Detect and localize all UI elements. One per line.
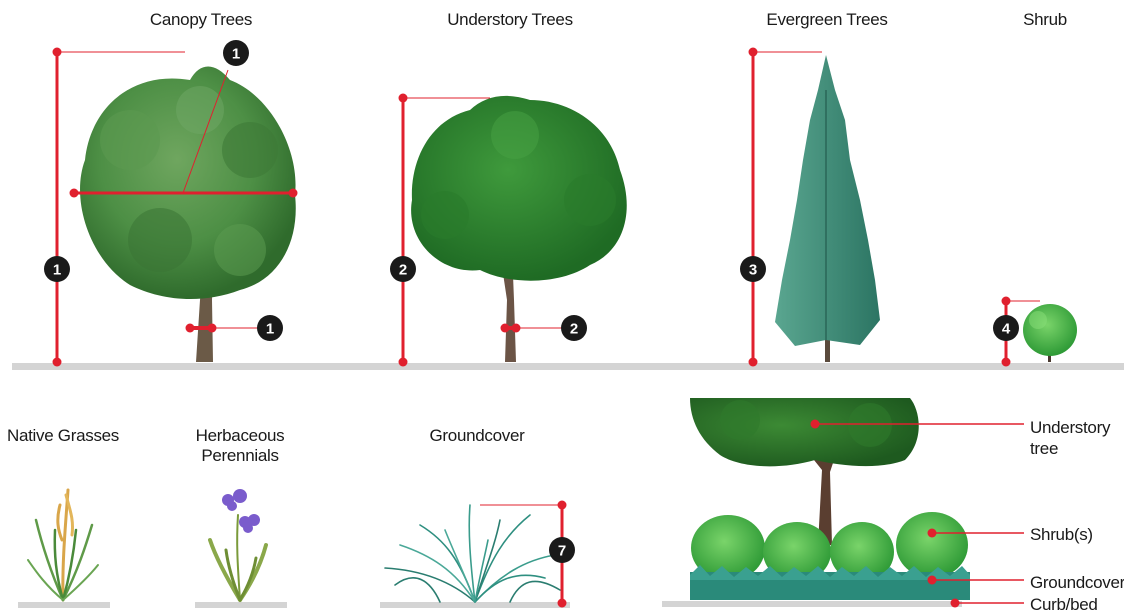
badge-shrub-height-text: 4 xyxy=(1002,321,1011,338)
badge-understory-trunk: 2 xyxy=(561,315,587,341)
understory-tree-illustration xyxy=(411,96,627,362)
badge-canopy-spread: 1 xyxy=(223,40,249,66)
badge-groundcover-height-text: 7 xyxy=(558,543,566,560)
badge-understory-height: 2 xyxy=(390,256,416,282)
herbaceous-perennials-illustration xyxy=(210,489,266,600)
ground-groundcover xyxy=(380,602,570,608)
badge-canopy-height: 1 xyxy=(44,256,70,282)
shrub-illustration xyxy=(1023,304,1077,362)
badge-canopy-trunk-text: 1 xyxy=(266,321,274,338)
native-grasses-illustration xyxy=(28,490,98,600)
badge-canopy-trunk: 1 xyxy=(257,315,283,341)
badge-understory-height-text: 2 xyxy=(399,262,407,279)
ground-layering xyxy=(662,601,962,607)
ground-line-top xyxy=(12,363,1124,370)
groundcover-illustration xyxy=(385,505,560,602)
ground-grasses xyxy=(18,602,110,608)
badge-canopy-spread-text: 1 xyxy=(232,46,240,63)
badge-understory-trunk-text: 2 xyxy=(570,321,578,338)
badge-groundcover-height: 7 xyxy=(549,537,575,563)
badge-shrub-height: 4 xyxy=(993,315,1019,341)
badge-evergreen-height: 3 xyxy=(740,256,766,282)
evergreen-tree-illustration xyxy=(775,55,880,362)
badge-canopy-height-text: 1 xyxy=(53,262,61,279)
badge-evergreen-height-text: 3 xyxy=(749,262,757,279)
ground-perennials xyxy=(195,602,287,608)
canopy-trunk-measure xyxy=(186,324,259,333)
